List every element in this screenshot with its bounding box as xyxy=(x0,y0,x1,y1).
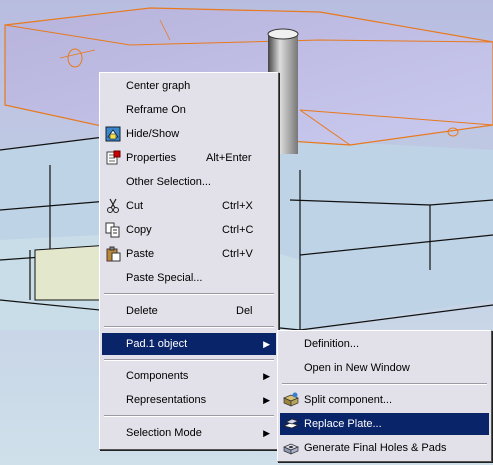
submenu-pad-object: Definition... Open in New Window Split c… xyxy=(277,330,492,462)
menu-item-label: Selection Mode xyxy=(126,427,202,439)
menu-item-label: Pad.1 object xyxy=(126,338,188,350)
scissors-icon xyxy=(107,198,119,213)
menu-item-reframe-on[interactable]: Reframe On xyxy=(102,99,276,121)
menu-item-shortcut: Ctrl+V xyxy=(222,248,253,260)
hide-show-icon xyxy=(105,126,121,142)
menu-item-label: Representations xyxy=(126,394,207,406)
menu-item-label: Generate Final Holes & Pads xyxy=(304,442,447,454)
menu-separator xyxy=(282,383,487,385)
menu-item-label: Split component... xyxy=(304,394,393,406)
submenu-arrow-icon: ▶ xyxy=(263,428,270,438)
context-menu: Center graph Reframe On Hide/Show Proper… xyxy=(99,72,279,450)
menu-item-replace-plate[interactable]: Replace Plate... xyxy=(280,413,489,435)
menu-item-label: Copy xyxy=(126,224,152,236)
menu-item-label: Open in New Window xyxy=(304,362,410,374)
submenu-arrow-icon: ▶ xyxy=(263,395,270,405)
menu-item-selection-mode[interactable]: Selection Mode ▶ xyxy=(102,422,276,444)
menu-separator xyxy=(104,293,274,295)
menu-separator xyxy=(104,415,274,417)
paste-icon xyxy=(106,246,121,262)
menu-item-label: Definition... xyxy=(304,338,360,350)
menu-item-label: Delete xyxy=(126,305,158,317)
copy-icon xyxy=(105,222,120,238)
menu-item-shortcut: Alt+Enter xyxy=(206,152,252,164)
menu-item-open-in-new-window[interactable]: Open in New Window xyxy=(280,357,489,379)
menu-item-cut[interactable]: Cut Ctrl+X xyxy=(102,195,276,217)
menu-item-copy[interactable]: Copy Ctrl+C xyxy=(102,219,276,241)
generate-holes-icon xyxy=(283,443,299,455)
menu-item-label: Paste Special... xyxy=(126,272,203,284)
submenu-arrow-icon: ▶ xyxy=(263,339,270,349)
menu-item-definition[interactable]: Definition... xyxy=(280,333,489,355)
menu-item-shortcut: Ctrl+X xyxy=(222,200,253,212)
menu-item-paste[interactable]: Paste Ctrl+V xyxy=(102,243,276,265)
split-component-icon xyxy=(283,392,299,407)
menu-item-pad-object[interactable]: Pad.1 object ▶ xyxy=(102,333,276,355)
menu-item-label: Reframe On xyxy=(126,104,186,116)
menu-separator xyxy=(104,359,274,361)
menu-item-properties[interactable]: Properties Alt+Enter xyxy=(102,147,276,169)
properties-icon xyxy=(106,150,121,165)
menu-item-paste-special[interactable]: Paste Special... xyxy=(102,267,276,289)
menu-item-representations[interactable]: Representations ▶ xyxy=(102,389,276,411)
menu-item-center-graph[interactable]: Center graph xyxy=(102,75,276,97)
menu-item-components[interactable]: Components ▶ xyxy=(102,365,276,387)
submenu-arrow-icon: ▶ xyxy=(263,371,270,381)
menu-item-label: Hide/Show xyxy=(126,128,180,140)
menu-item-label: Paste xyxy=(126,248,155,260)
menu-item-label: Cut xyxy=(126,200,144,212)
menu-separator xyxy=(104,326,274,328)
menu-item-label: Center graph xyxy=(126,80,191,92)
menu-item-label: Replace Plate... xyxy=(304,418,382,430)
menu-item-split-component[interactable]: Split component... xyxy=(280,389,489,411)
menu-item-delete[interactable]: Delete Del xyxy=(102,300,276,322)
menu-item-generate-final-holes-pads[interactable]: Generate Final Holes & Pads xyxy=(280,437,489,459)
menu-item-shortcut: Ctrl+C xyxy=(222,224,254,236)
menu-item-label: Other Selection... xyxy=(126,176,211,188)
replace-plate-icon xyxy=(283,418,299,429)
menu-item-label: Properties xyxy=(126,152,177,164)
menu-item-other-selection[interactable]: Other Selection... xyxy=(102,171,276,193)
menu-item-label: Components xyxy=(126,370,189,382)
menu-item-hide-show[interactable]: Hide/Show xyxy=(102,123,276,145)
menu-item-shortcut: Del xyxy=(236,305,253,317)
